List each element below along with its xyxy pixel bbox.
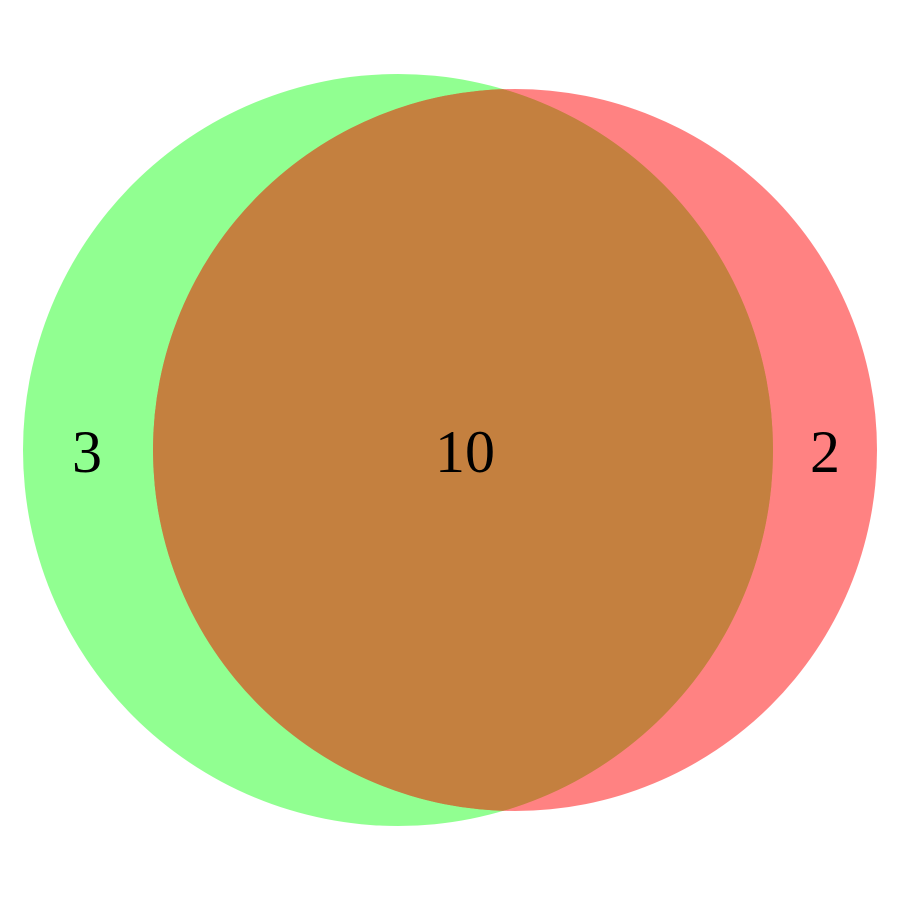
intersection-region [153, 89, 773, 811]
intersection-count: 10 [435, 419, 495, 485]
set-a-only-count: 3 [72, 419, 102, 485]
set-b-only-count: 2 [810, 419, 840, 485]
